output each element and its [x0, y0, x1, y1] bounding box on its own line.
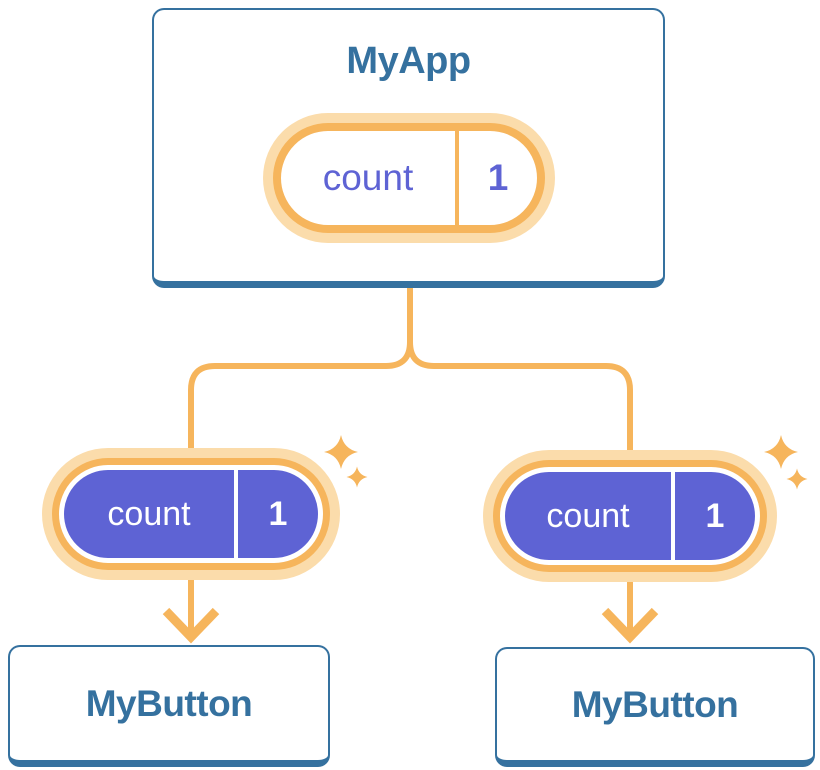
state-value: 1 — [487, 157, 509, 198]
component-card-mybutton-right: MyButton — [495, 647, 815, 767]
state-pill-root: count 1 — [273, 123, 545, 233]
state-name-label: count — [107, 494, 191, 533]
arrow-down-icon — [162, 550, 220, 644]
component-card-myapp: MyApp count 1 — [152, 8, 665, 288]
connector-branch-lines — [188, 282, 633, 465]
state-name-label: count — [322, 157, 414, 198]
component-title: MyButton — [85, 682, 253, 724]
sparkles-icon — [764, 435, 808, 490]
state-name-label: count — [546, 496, 630, 535]
state-value: 1 — [268, 494, 288, 533]
pill-divider — [234, 470, 238, 558]
state-pill-right: count 1 — [500, 467, 760, 565]
state-value: 1 — [705, 496, 725, 535]
component-title: MyButton — [571, 683, 739, 725]
component-card-mybutton-left: MyButton — [8, 645, 330, 767]
pill-divider — [671, 472, 675, 560]
connector-left-branch — [188, 341, 413, 465]
connector-right-branch — [407, 341, 633, 465]
state-pill-left: count 1 — [59, 465, 323, 563]
pill-divider — [455, 131, 459, 225]
sparkles-icon — [324, 435, 368, 488]
component-title: MyApp — [346, 40, 471, 82]
